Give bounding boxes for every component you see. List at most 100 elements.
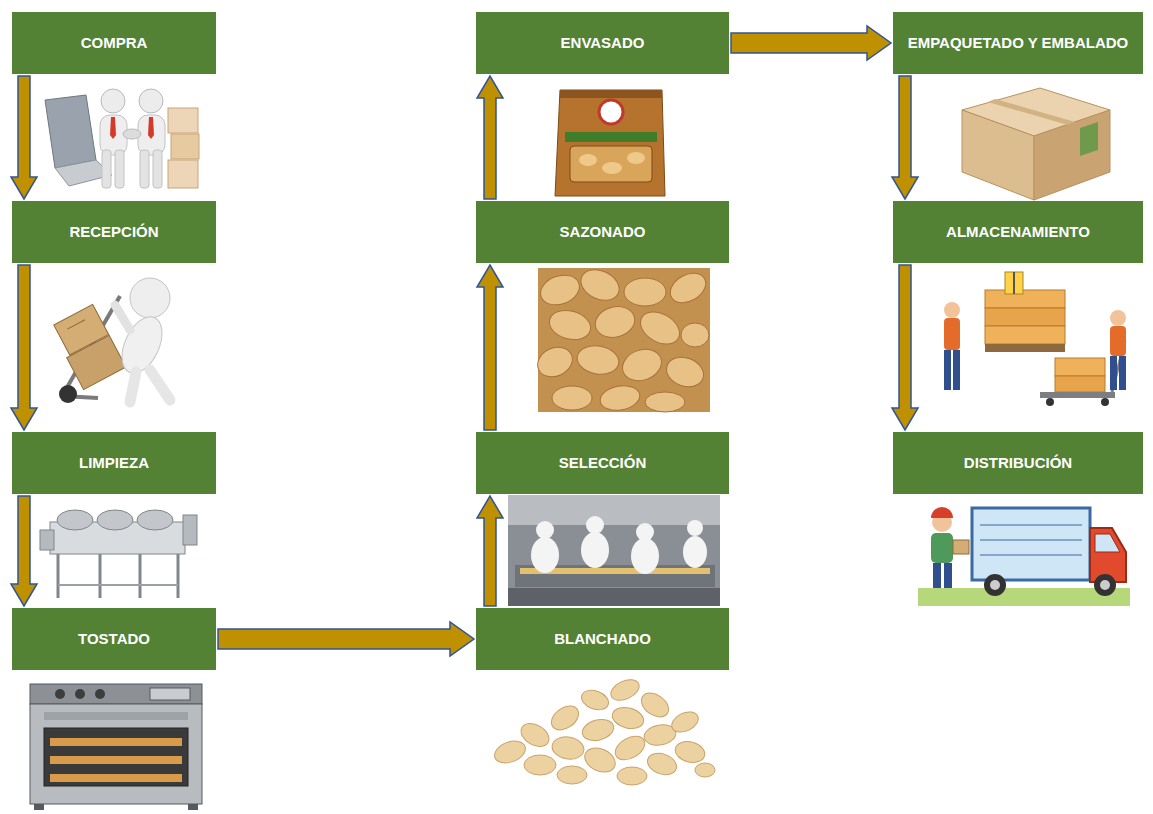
flow-arrow [218, 622, 474, 656]
purchase-illustration-part [123, 129, 141, 139]
blanched-peanuts-part [669, 708, 702, 736]
warehouse-illustration-part [1005, 272, 1023, 294]
seasoned-peanuts [533, 264, 711, 413]
step-label: BLANCHADO [554, 630, 651, 649]
blanched-peanuts-part [673, 738, 707, 765]
seasoned-peanuts-part-part [635, 305, 685, 350]
packaged-pouch-part [599, 100, 623, 124]
step-label: TOSTADO [78, 630, 150, 649]
warehouse-illustration-part [1110, 326, 1126, 356]
packaged-pouch-part [565, 132, 657, 142]
process-box: COMPRA [12, 12, 216, 74]
cleaning-machine-part [97, 510, 133, 530]
packaged-pouch-part [602, 162, 622, 174]
roasting-oven-part [188, 804, 198, 810]
delivery-truck-part [1090, 528, 1126, 582]
warehouse-illustration-part [985, 290, 1065, 308]
flow-arrow [477, 76, 503, 199]
selection-photo-part [631, 538, 659, 574]
reception-illustration-part-part [54, 304, 109, 355]
cleaning-machine-part [58, 584, 178, 586]
purchase-illustration-part [139, 89, 163, 113]
process-box: SAZONADO [476, 201, 729, 263]
delivery-truck-part [990, 580, 1000, 590]
cardboard-box-part [1080, 122, 1098, 156]
step-label: COMPRA [81, 34, 148, 53]
process-box: SELECCIÓN [476, 432, 729, 494]
purchase-illustration-part [101, 89, 125, 113]
blanched-peanuts-part [611, 731, 649, 764]
reception-illustration [50, 278, 170, 403]
cardboard-box-part [962, 110, 1034, 200]
selection-photo [508, 495, 720, 606]
purchase-illustration-part [140, 150, 149, 188]
roasting-oven-part [55, 689, 65, 699]
step-label: ALMACENAMIENTO [946, 223, 1090, 242]
seasoned-peanuts-part-part [592, 302, 638, 341]
packaged-pouch-part [555, 90, 665, 196]
seasoned-peanuts-part-part [645, 392, 685, 412]
blanched-peanuts-part [580, 716, 616, 744]
reception-illustration-part [130, 372, 136, 402]
warehouse-illustration-part [1110, 356, 1117, 390]
delivery-truck-part [1094, 574, 1116, 596]
reception-illustration-part [130, 278, 170, 318]
delivery-truck-part [1095, 534, 1120, 552]
blanched-peanuts [492, 676, 715, 785]
reception-illustration-part [59, 385, 77, 403]
delivery-truck-part [933, 563, 941, 588]
process-box: ALMACENAMIENTO [893, 201, 1143, 263]
purchase-illustration [45, 89, 199, 188]
delivery-truck-part [931, 507, 953, 518]
cleaning-machine-part [139, 554, 142, 598]
cleaning-machine [40, 510, 197, 598]
roasting-oven-part [50, 774, 182, 782]
blanched-peanuts-part [610, 704, 646, 732]
purchase-illustration-part [168, 160, 198, 188]
seasoned-peanuts-part-part [624, 278, 666, 306]
seasoned-peanuts-part-part [546, 306, 594, 344]
step-label: RECEPCIÓN [69, 223, 158, 242]
selection-photo-part [531, 537, 559, 573]
reception-illustration-part-part [67, 320, 85, 329]
blanched-peanuts-part [492, 737, 529, 767]
seasoned-peanuts-part-part [662, 352, 707, 391]
selection-photo-part [683, 536, 707, 568]
warehouse-illustration-part [944, 350, 951, 390]
purchase-illustration-part [138, 115, 165, 155]
cleaning-machine-part [99, 554, 102, 598]
packaged-pouch-part [627, 152, 645, 164]
delivery-truck-part [980, 555, 1082, 556]
reception-illustration-part [50, 304, 126, 389]
cleaning-machine-part [57, 554, 60, 598]
roasting-oven-part [95, 689, 105, 699]
cleaning-machine-part [57, 510, 93, 530]
seasoned-peanuts-part-part [575, 343, 621, 378]
process-box: TOSTADO [12, 608, 216, 670]
cardboard-box-part [988, 99, 1075, 125]
seasoned-peanuts-part-part [681, 323, 709, 347]
warehouse-illustration-part [985, 326, 1065, 344]
blanched-peanuts-part [608, 676, 643, 705]
purchase-illustration-part [148, 117, 154, 139]
seasoned-peanuts-part-part [533, 342, 577, 383]
step-label: ENVASADO [561, 34, 645, 53]
roasting-oven-part [34, 804, 44, 810]
roasting-oven-part [30, 684, 202, 704]
process-box: ENVASADO [476, 12, 729, 74]
process-box: DISTRIBUCIÓN [893, 432, 1143, 494]
flow-arrow [477, 496, 503, 606]
purchase-illustration-part [45, 95, 96, 168]
packaged-pouch [555, 90, 665, 196]
step-label: SELECCIÓN [559, 454, 647, 473]
roasting-oven-part [75, 689, 85, 699]
cleaning-machine-part [40, 530, 54, 550]
seasoned-peanuts-part [533, 264, 711, 413]
selection-photo-part [508, 588, 720, 606]
packaged-pouch-part [579, 154, 597, 166]
warehouse-illustration-part [1055, 376, 1105, 392]
flow-arrow [11, 496, 37, 606]
blanched-peanuts-part [557, 766, 587, 784]
seasoned-peanuts-part-part [665, 267, 711, 309]
purchase-illustration-part [110, 117, 116, 139]
